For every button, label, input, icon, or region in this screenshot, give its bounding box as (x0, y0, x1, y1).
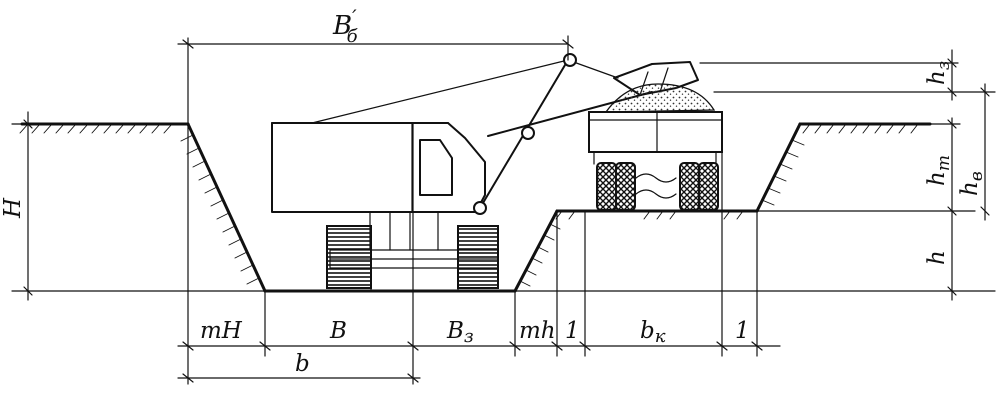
ground-profile (19, 122, 932, 293)
boom-pivot-base (473, 201, 487, 215)
label-one-right: 1 (735, 318, 750, 344)
truck-wheel-right-1 (679, 162, 700, 211)
label-h3: hз (924, 61, 954, 85)
label-bk: bк (640, 318, 666, 347)
hatch-inner-slope (519, 223, 561, 287)
boom-pivot-mid (521, 126, 535, 140)
label-hB: hв (957, 171, 987, 196)
label-bucket-reach: B′б (332, 5, 359, 47)
hatch-left-slope (180, 134, 260, 285)
truck-wheel-left-1 (596, 162, 617, 211)
truck-load (604, 83, 716, 113)
label-h: h (924, 250, 950, 265)
track-left (326, 225, 372, 289)
label-mH: mH (200, 318, 243, 344)
label-B3: Bз (446, 318, 474, 347)
hatch-left-surface (19, 123, 173, 134)
excavator-boom (311, 53, 653, 215)
label-hT: hт (924, 155, 954, 186)
truck-wheel-right-2 (698, 162, 719, 211)
label-b: b (295, 351, 310, 377)
excavator (271, 53, 699, 291)
label-H: H (0, 197, 26, 219)
label-mh: mh (519, 318, 556, 344)
cab-window (419, 139, 453, 196)
boom-pivot-top (563, 53, 577, 67)
dimension-lines (11, 35, 996, 385)
hatch-bench (555, 210, 744, 220)
label-one-left: 1 (565, 318, 580, 344)
hatch-right-surface (802, 123, 919, 134)
truck-wheel-left-2 (615, 162, 636, 211)
dimension-labels: B′б mH B Bз mh 1 bк 1 b H h hз hт hв (0, 5, 987, 377)
excavator-undercarriage (326, 211, 499, 291)
label-B: B (329, 318, 347, 344)
excavator-house (271, 122, 486, 213)
track-right (457, 225, 499, 289)
hatch-right-slope (761, 139, 805, 206)
dump-truck (588, 83, 723, 211)
truck-body (588, 111, 723, 153)
